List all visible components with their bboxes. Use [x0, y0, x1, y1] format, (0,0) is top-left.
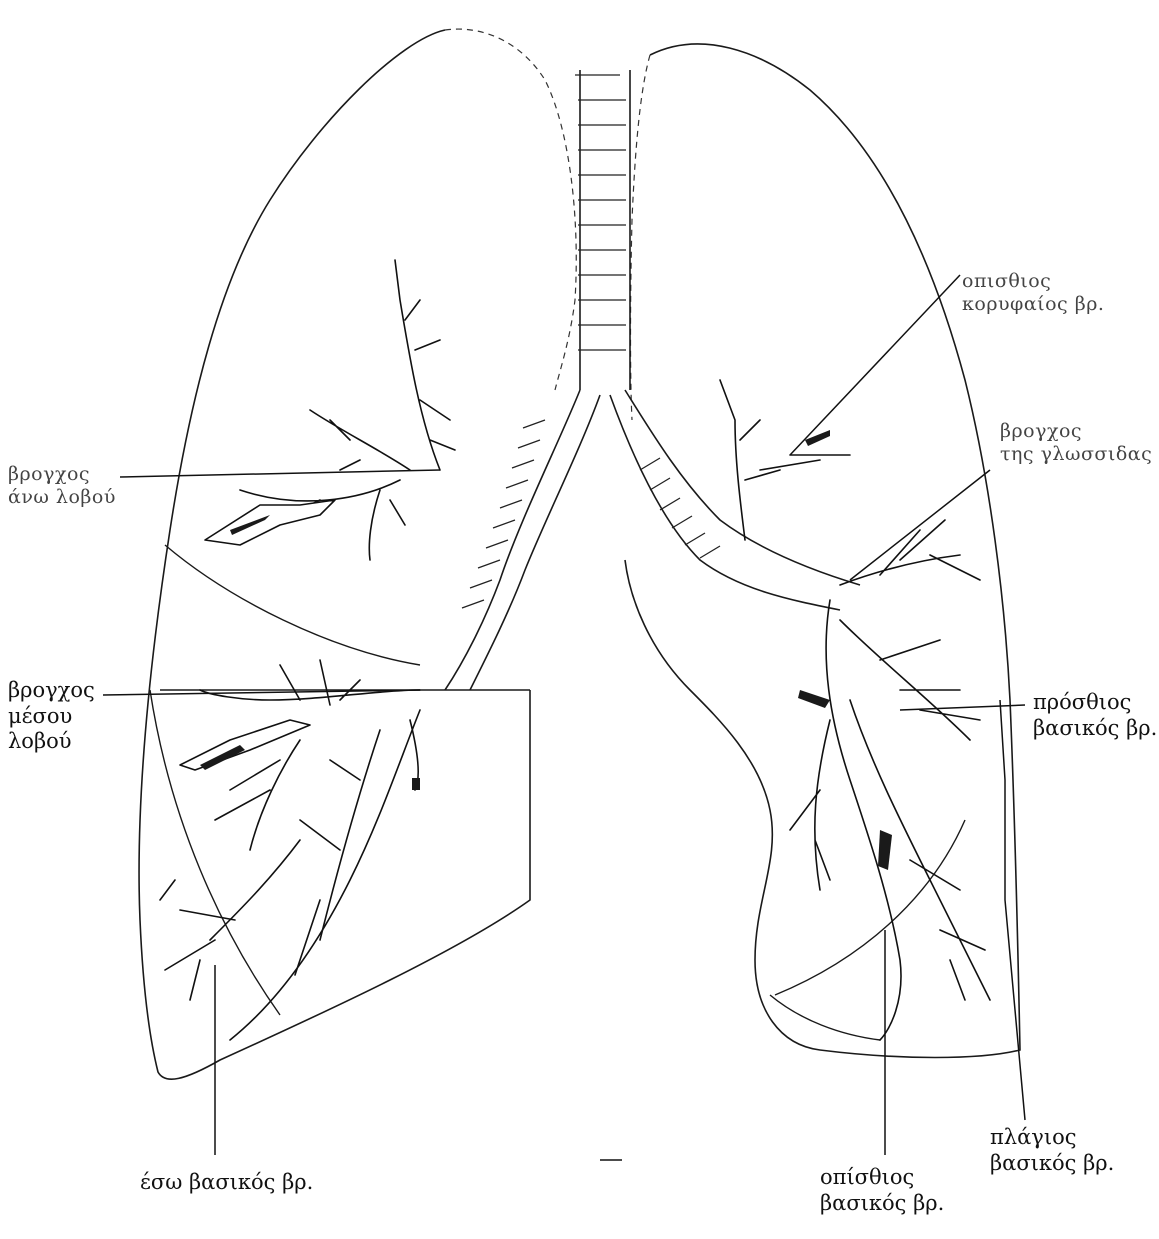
right-horizontal-fissure	[165, 545, 420, 665]
label-line: μέσου	[8, 704, 95, 730]
label-line: πλάγιος	[990, 1125, 1114, 1151]
left-lung-outline	[625, 44, 1020, 1058]
label-medial-basal: έσω βασικός βρ.	[140, 1170, 313, 1196]
right-upper-branches	[205, 260, 455, 560]
left-lung-medial-dashed	[631, 55, 651, 420]
label-line: οπισθιος	[962, 270, 1104, 293]
leader-lingula	[850, 470, 990, 580]
leader-upper-lobe	[120, 470, 440, 477]
left-upper-branches	[720, 380, 980, 585]
trachea	[580, 70, 630, 390]
left-lower-line	[770, 995, 880, 1040]
label-line: βρογχος	[8, 678, 95, 704]
label-lateral-basal: πλάγιος βασικός βρ.	[990, 1125, 1114, 1176]
leader-anterior-basal	[900, 705, 1025, 710]
right-main-bronchus	[445, 390, 600, 690]
label-line: βρογχος	[8, 463, 116, 486]
label-line: πρόσθιος	[1033, 690, 1157, 716]
label-upper-lobe-bronchus: βρογχος άνω λοβού	[8, 463, 116, 509]
label-line: έσω βασικός βρ.	[140, 1170, 313, 1196]
label-line: της γλωσσιδας	[1000, 443, 1152, 466]
right-middle-branches	[180, 660, 420, 850]
label-line: βασικός βρ.	[820, 1191, 944, 1217]
label-line: λοβού	[8, 729, 95, 755]
leader-apicoposterior	[790, 275, 960, 455]
trachea-rings	[575, 75, 626, 350]
label-line: άνω λοβού	[8, 486, 116, 509]
label-line: βασικός βρ.	[990, 1151, 1114, 1177]
left-oblique-fissure	[775, 820, 965, 995]
label-posterior-basal: οπίσθιος βασικός βρ.	[820, 1165, 944, 1216]
label-lingula-bronchus: βρογχος της γλωσσιδας	[1000, 420, 1152, 466]
label-line: βασικός βρ.	[1033, 716, 1157, 742]
right-lung-apex-dashed	[445, 29, 576, 390]
label-line: οπίσθιος	[820, 1165, 944, 1191]
right-lung-outline	[139, 30, 530, 1079]
label-anterior-basal: πρόσθιος βασικός βρ.	[1033, 690, 1157, 741]
label-line: κορυφαίος βρ.	[962, 293, 1104, 316]
label-middle-lobe-bronchus: βρογχος μέσου λοβού	[8, 678, 95, 755]
label-line: βρογχος	[1000, 420, 1152, 443]
label-apicoposterior: οπισθιος κορυφαίος βρ.	[962, 270, 1104, 316]
